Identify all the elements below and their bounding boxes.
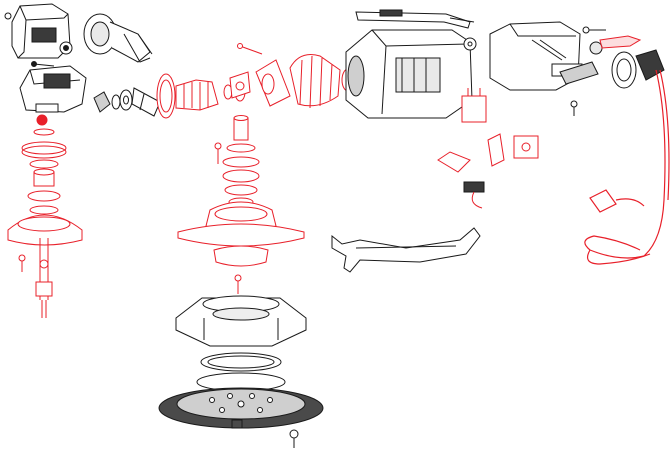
side-handle <box>83 13 153 63</box>
gear-housing <box>19 61 87 126</box>
backing-pad <box>158 387 324 448</box>
bevel-gear <box>156 43 263 119</box>
armature <box>255 54 355 109</box>
spindle-assembly <box>7 128 83 318</box>
power-cord <box>584 69 670 265</box>
carbon-brush-holders <box>437 88 539 209</box>
shroud <box>175 295 307 347</box>
switch-assembly <box>355 9 477 51</box>
gasket-ring <box>196 352 286 392</box>
rear-housing <box>489 21 606 91</box>
bevel-pinion <box>93 87 161 117</box>
eccentric-bearing-assembly <box>177 115 305 294</box>
bail-handle <box>331 227 481 273</box>
motor-housing <box>345 29 473 119</box>
field-coil <box>229 71 251 99</box>
counterweight <box>213 245 269 267</box>
gear-housing-cover <box>4 3 73 59</box>
